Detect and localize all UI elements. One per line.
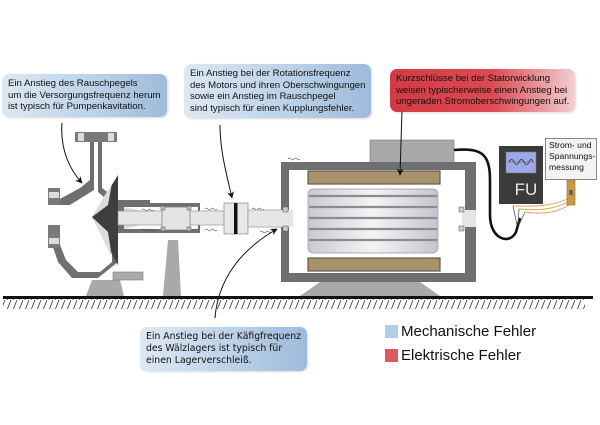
- callout-line: des Motors und ihren Oberschwingungen: [190, 79, 366, 91]
- callout-line: einen Lagerverschleiß.: [146, 355, 252, 366]
- callout-line: ist typisch für Pumpenkavitation.: [8, 101, 146, 113]
- legend-label: Mechanische Fehler: [401, 322, 537, 340]
- legend-label: Elektrische Fehler: [401, 346, 522, 364]
- callout-coupling-fault: Ein Anstieg bei der Rotationsfrequenz de…: [184, 64, 372, 119]
- callout-bearing-wear: Ein Anstieg bei der Käfigfrequenz des Wä…: [140, 327, 308, 371]
- bearing-support: [163, 240, 181, 296]
- callout-pump-cavitation: Ein Anstieg des Rauschpegels um die Vers…: [2, 74, 167, 117]
- callout-arrows: [61, 109, 404, 319]
- callout-line: Ein Anstieg bei der Rotationsfrequenz: [190, 68, 351, 79]
- rotor: [307, 188, 439, 254]
- callout-line: sind typisch für einen Kupplungsfehler.: [190, 102, 355, 114]
- callout-line: sowie ein Anstieg im Rauschpegel: [190, 91, 336, 103]
- motor: [281, 139, 476, 296]
- fu-label: FU: [514, 180, 538, 199]
- pump-foot: [86, 280, 124, 296]
- legend: Mechanische Fehler Elektrische Fehler: [385, 319, 536, 367]
- frequency-converter[interactable]: [499, 146, 543, 204]
- measurement-box: Strom- und Spannungs- messung: [545, 138, 597, 180]
- legend-item-electrical: Elektrische Fehler: [385, 343, 536, 367]
- legend-swatch-mechanical: [385, 324, 398, 338]
- measurement-line: messung: [549, 162, 584, 172]
- callout-line: weisen typischerweise einen Anstieg bei: [396, 84, 568, 96]
- legend-item-mechanical: Mechanische Fehler: [385, 319, 536, 343]
- power-cable: [453, 148, 522, 241]
- callout-line: Ein Anstieg bei der Käfigfrequenz: [146, 331, 302, 342]
- callout-line: Ein Anstieg des Rauschpegels: [8, 78, 138, 89]
- measurement-line: Spannungs-: [549, 151, 596, 161]
- stator-winding-top: [307, 170, 441, 185]
- callout-line: Kurzschlüsse bei der Statorwicklung: [396, 73, 551, 84]
- callout-line: des Wälzlagers ist typisch für: [146, 343, 283, 354]
- pump-bearing: [161, 206, 191, 231]
- stator-winding-bottom: [307, 257, 441, 272]
- measurement-line: Strom- und: [549, 140, 592, 150]
- coupling: [223, 202, 249, 235]
- legend-swatch-electrical: [385, 348, 398, 362]
- callout-stator-winding: Kurzschlüsse bei der Statorwicklung weis…: [390, 69, 576, 112]
- ground: [3, 296, 593, 309]
- fu-wires: [512, 197, 572, 214]
- callout-line: um die Versorgungsfrequenz herum: [8, 89, 161, 101]
- callout-line: ungeraden Stromoberschwingungen auf.: [396, 96, 570, 108]
